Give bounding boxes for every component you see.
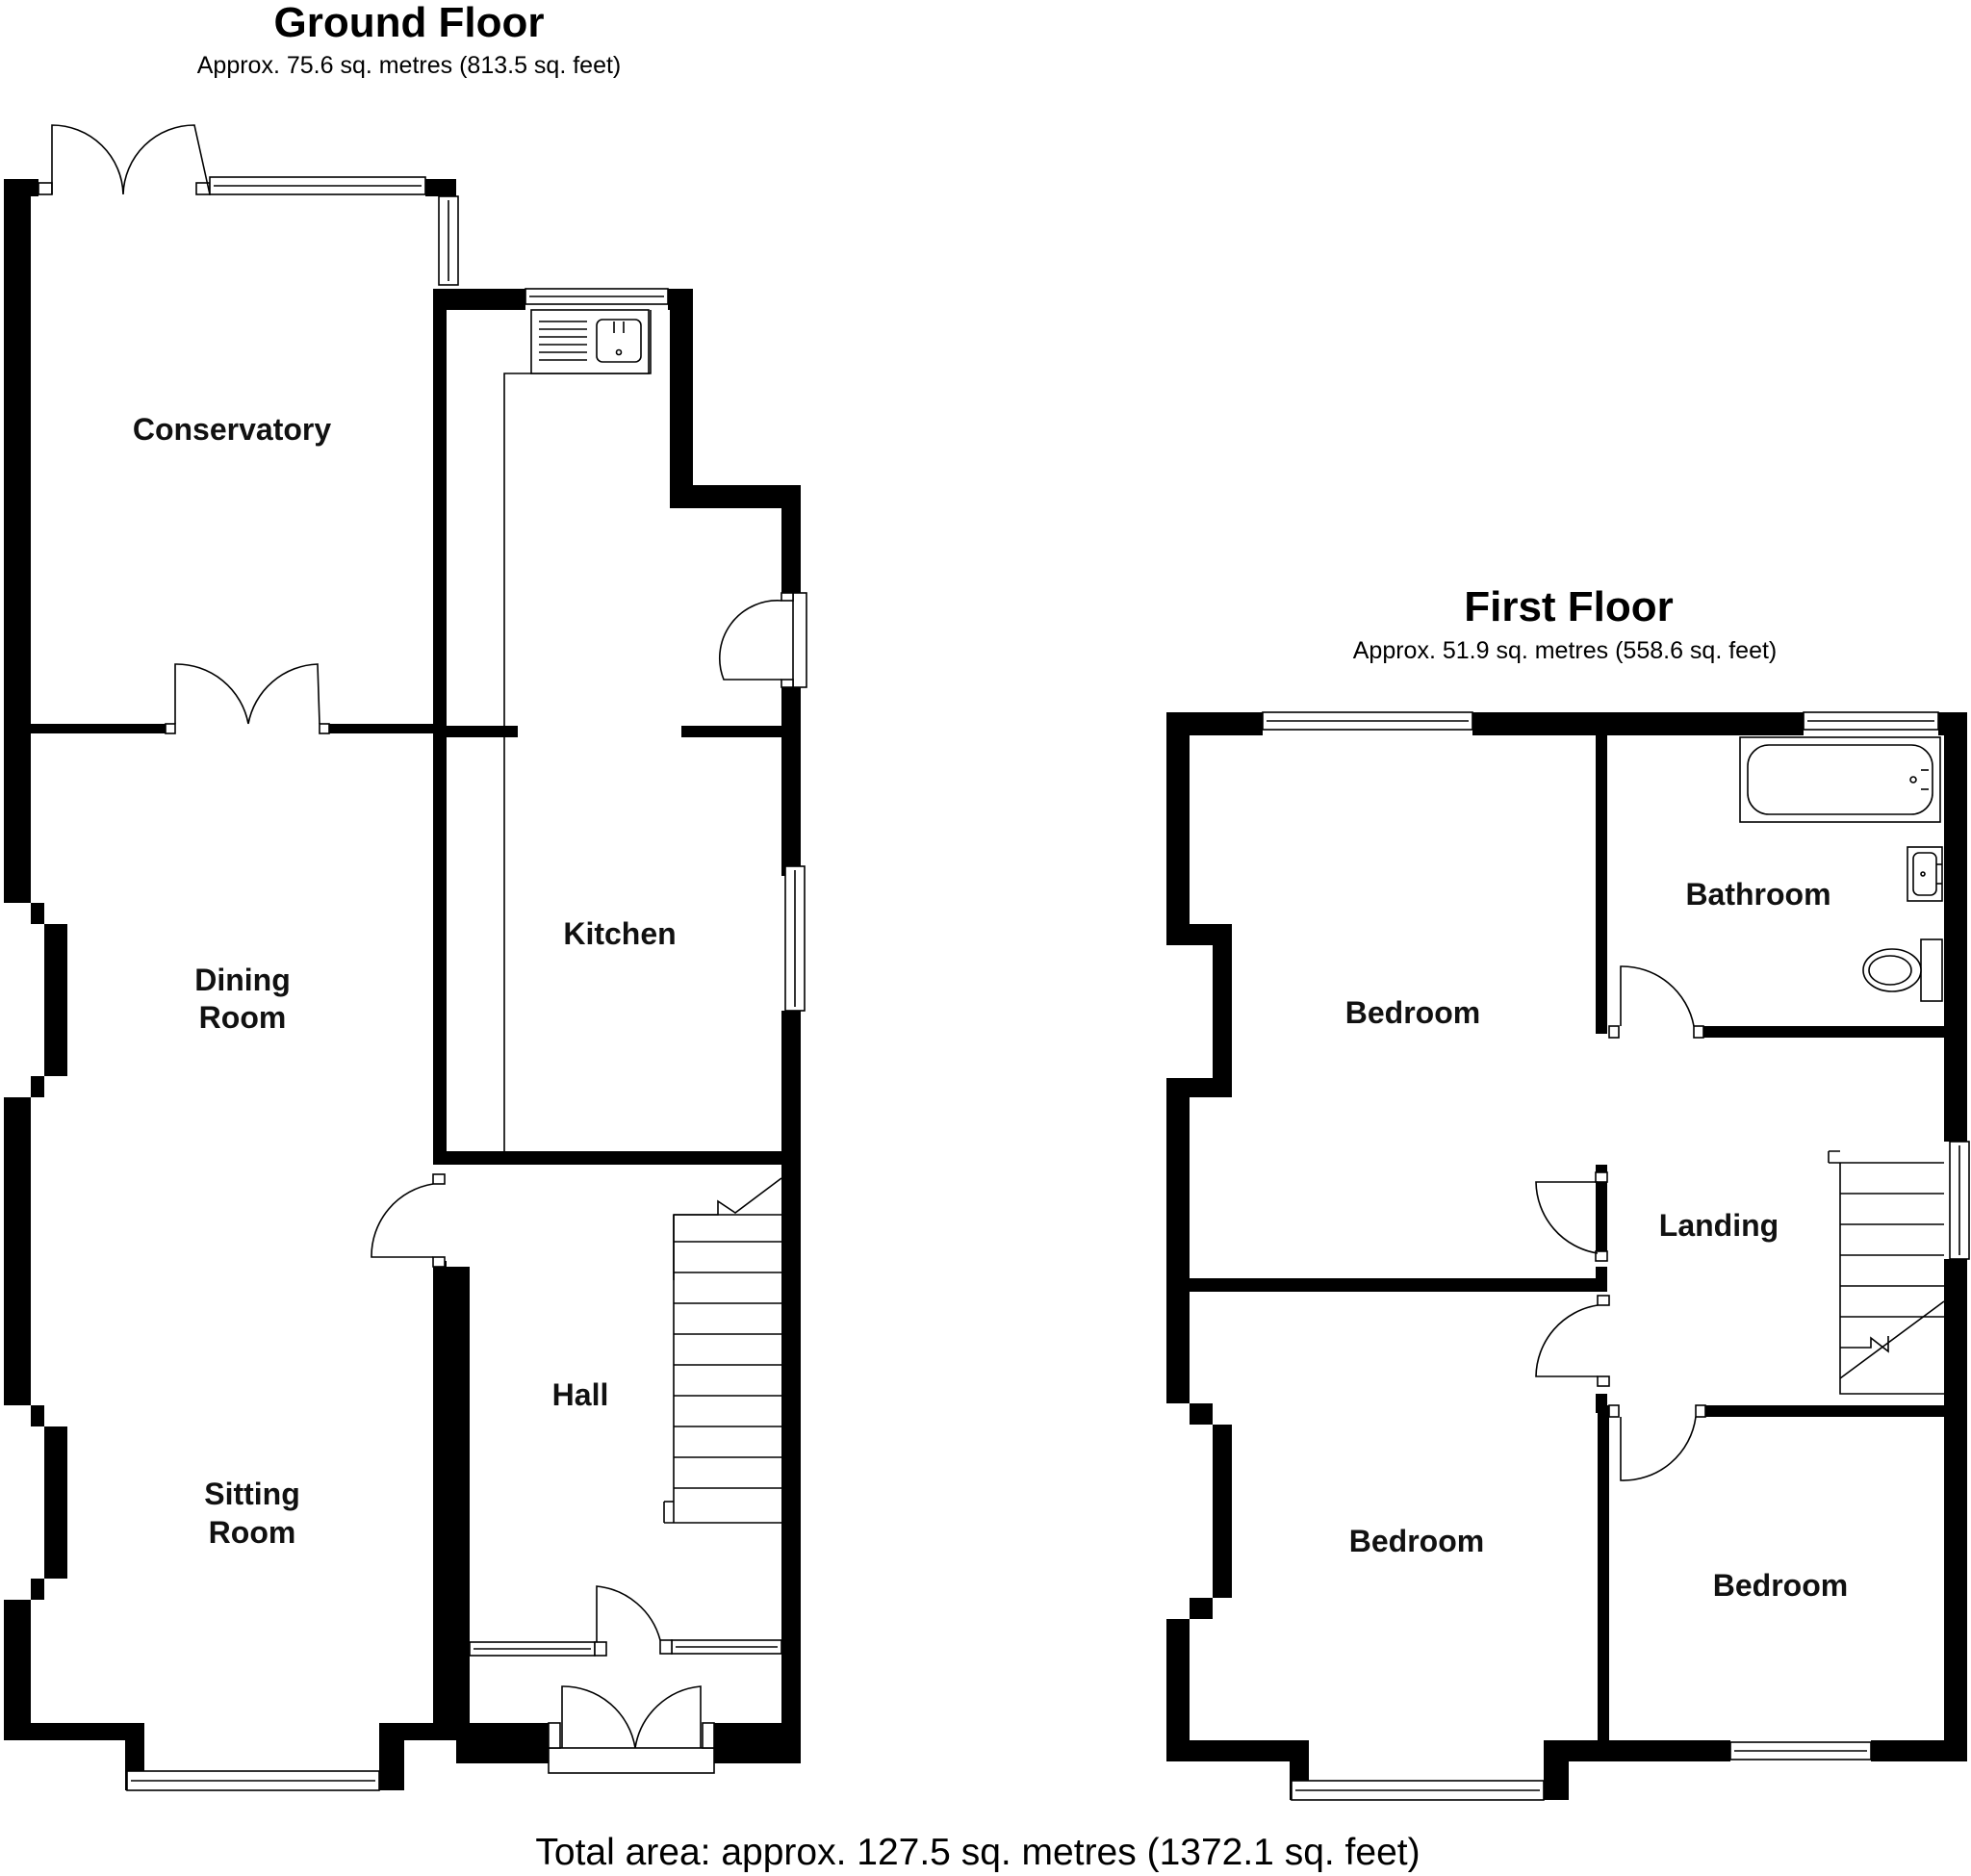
gf-sitting-room-door[interactable]	[371, 1183, 434, 1258]
ff-bedroom-1-door[interactable]	[1535, 1181, 1599, 1254]
ff-bedroom-1-door-jamb-bottom	[1595, 1250, 1608, 1262]
ff-toilet	[1862, 938, 1943, 1002]
gf-conservatory-door-jamb-left	[38, 182, 53, 195]
gf-west-wall	[4, 179, 67, 1740]
ff-label-bathroom: Bathroom	[1685, 877, 1830, 912]
ff-central-wall-c	[1596, 1267, 1607, 1280]
gf-label-conservatory: Conservatory	[133, 412, 332, 447]
gf-conservatory-french-door[interactable]	[51, 124, 211, 195]
ff-bedroom-3-door-jamb-right	[1695, 1404, 1706, 1418]
ff-landing-staircase	[1828, 1150, 1945, 1395]
gf-hall-door-jamb-bottom	[432, 1256, 446, 1268]
gf-sitting-south-wall	[4, 1723, 144, 1790]
ff-central-wall-e	[1598, 1405, 1609, 1742]
ground-floor-plan	[4, 124, 807, 1791]
gf-hall-staircase	[663, 1177, 782, 1524]
ff-label-landing: Landing	[1659, 1208, 1779, 1243]
gf-kitchen-east-wall-low	[781, 1011, 801, 1740]
gf-sitting-south-wall-right	[379, 1723, 470, 1790]
ff-bathroom-door-jamb-left	[1608, 1025, 1620, 1039]
gf-label-sitting-line2: Room	[209, 1515, 296, 1550]
gf-porch-door-jamb-right	[659, 1639, 673, 1655]
ff-bath	[1739, 736, 1941, 823]
gf-label-sitting-line1: Sitting	[204, 1477, 300, 1511]
gf-front-door-threshold	[548, 1747, 715, 1774]
gf-porch-inner-door[interactable]	[596, 1585, 661, 1642]
gf-central-wall-upper	[433, 289, 447, 1155]
ff-label-bedroom-1: Bedroom	[1345, 995, 1480, 1030]
gf-dining-door-jamb-left	[165, 723, 176, 734]
gf-dining-door-jamb-right	[319, 723, 330, 734]
gf-kitchen-east-wall	[670, 289, 801, 593]
ff-south-wall-right-a	[1598, 1740, 1730, 1761]
gf-kitchen-hall-wall	[433, 1151, 801, 1165]
gf-kitchen-side-door-jamb-bottom	[781, 679, 794, 688]
ground-floor-area: Approx. 75.6 sq. metres (813.5 sq. feet)	[197, 52, 622, 79]
gf-label-kitchen: Kitchen	[563, 916, 676, 951]
gf-kitchen-side-door-jamb-top	[781, 592, 794, 602]
gf-conservatory-top-wall-left	[4, 179, 38, 196]
gf-hall-door-jamb-top	[432, 1173, 446, 1185]
ff-central-wall-a	[1596, 735, 1607, 1034]
gf-sitting-east-wall	[433, 1280, 456, 1740]
ff-south-wall-right-b	[1871, 1740, 1967, 1761]
gf-porch-wall-left	[456, 1723, 552, 1763]
first-floor-area: Approx. 51.9 sq. metres (558.6 sq. feet)	[1353, 637, 1778, 664]
gf-hall-west-wall	[456, 1280, 470, 1740]
gf-kitchen-top-wall-left	[433, 289, 525, 310]
ff-bedroom-2-door-jamb-bottom	[1597, 1375, 1610, 1387]
gf-kitchen-sink-bowl	[596, 319, 642, 363]
ff-label-bedroom-3: Bedroom	[1713, 1568, 1848, 1603]
ff-bedroom-divider	[1190, 1278, 1607, 1292]
ff-bedroom-3-door[interactable]	[1620, 1416, 1697, 1481]
gf-porch-door-jamb-left	[594, 1641, 607, 1657]
gf-kitchen-wall-stub-left	[443, 726, 518, 737]
gf-dining-french-door[interactable]	[174, 663, 320, 725]
ff-central-wall-b	[1596, 1165, 1607, 1257]
gf-kitchen-wall-stub-right	[681, 726, 783, 737]
ff-bathroom-door[interactable]	[1620, 965, 1695, 1027]
ground-floor-title: Ground Floor	[273, 0, 544, 46]
gf-label-hall: Hall	[552, 1377, 609, 1412]
ff-north-wall-mid	[1472, 712, 1804, 735]
gf-kitchen-drainer	[539, 321, 587, 361]
ff-east-wall-upper	[1944, 712, 1967, 1142]
gf-front-door-jamb-right	[702, 1722, 715, 1749]
ff-north-wall-left	[1166, 712, 1263, 735]
gf-front-door-jamb-left	[548, 1722, 561, 1749]
gf-front-french-door[interactable]	[561, 1685, 702, 1749]
gf-label-dining-line1: Dining	[194, 963, 291, 997]
total-area: Total area: approx. 127.5 sq. metres (13…	[535, 1832, 1420, 1873]
ff-bathroom-door-jamb-right	[1693, 1025, 1704, 1039]
gf-conservatory-dining-wall-left	[31, 724, 166, 733]
gf-label-dining-line2: Room	[199, 1000, 287, 1035]
gf-kitchen-east-wall-mid	[781, 687, 801, 876]
ff-bedroom-2-door-jamb-top	[1597, 1295, 1610, 1306]
first-floor-title: First Floor	[1464, 583, 1674, 630]
gf-hall-west-wall-step	[433, 1267, 470, 1280]
gf-conservatory-top-wall-right	[425, 179, 456, 196]
gf-kitchen-side-door-frame	[792, 592, 807, 688]
ff-east-wall-lower	[1944, 1259, 1967, 1761]
gf-kitchen-side-door[interactable]	[719, 600, 782, 681]
ff-label-bedroom-2: Bedroom	[1349, 1524, 1484, 1558]
ff-bedroom-2-door[interactable]	[1535, 1304, 1599, 1377]
gf-conservatory-dining-wall-right	[329, 724, 443, 733]
ff-washbasin	[1907, 846, 1943, 902]
ff-bedroom-1-door-jamb-top	[1595, 1171, 1608, 1183]
ff-bathroom-landing-wall	[1703, 1026, 1944, 1038]
ff-west-wall	[1166, 712, 1232, 1761]
ff-bedroom-3-door-jamb-left	[1608, 1404, 1620, 1418]
gf-south-wall-right	[781, 1740, 801, 1763]
first-floor-plan	[1166, 711, 1970, 1801]
gf-kitchen-worktop	[503, 310, 652, 1153]
ff-bedroom-3-landing-wall	[1705, 1405, 1944, 1417]
ff-south-wall-left	[1166, 1740, 1309, 1800]
